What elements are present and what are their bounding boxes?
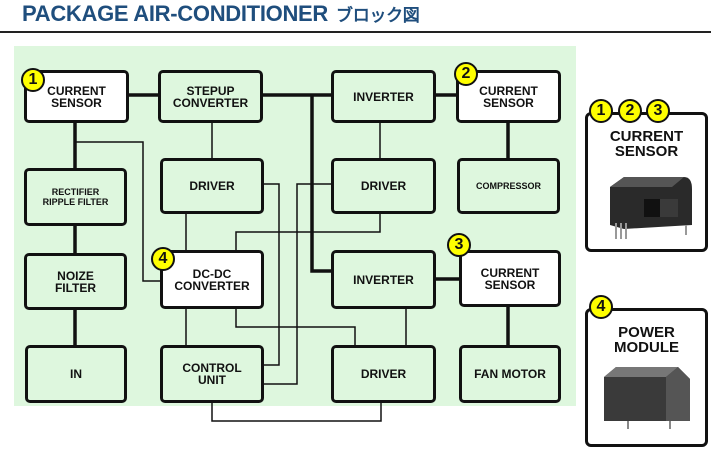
badge-2: 2 — [454, 62, 478, 86]
driver-3-block: DRIVER — [331, 345, 436, 403]
block-label: DRIVER — [360, 367, 407, 381]
in-block: IN — [25, 345, 127, 403]
block-label: DRIVER — [189, 179, 235, 193]
block-label: CONVERTER — [172, 95, 249, 110]
panel-badge-2: 2 — [618, 99, 642, 123]
block-label: COMPRESSOR — [475, 181, 541, 191]
panel-badge-1: 1 — [589, 99, 613, 123]
block-label: UNIT — [197, 373, 226, 387]
inverter-2-block: INVERTER — [331, 250, 436, 309]
block-label: FILTER — [54, 280, 97, 295]
block-label: CONVERTER — [174, 278, 250, 293]
compressor-block: COMPRESSOR — [457, 158, 560, 214]
block-label: CONTROL — [182, 361, 242, 375]
block-label: INVERTER — [353, 89, 414, 104]
panel-title-line: SENSOR — [614, 143, 679, 160]
driver-1-block: DRIVER — [160, 158, 264, 214]
signal-lines — [75, 122, 407, 422]
power-module-image — [604, 367, 690, 429]
fan-motor-block: FAN MOTOR — [459, 345, 561, 403]
block-label: SENSOR — [51, 95, 102, 110]
block-label: INVERTER — [353, 272, 414, 287]
badge-3: 3 — [447, 233, 471, 257]
panel-title-line: POWER — [618, 324, 675, 341]
block-label: NOIZE — [57, 268, 94, 283]
title-divider — [0, 31, 711, 33]
block-label: RIPPLE FILTER — [42, 197, 109, 207]
driver-2-block: DRIVER — [331, 158, 436, 214]
block-label: DC-DC — [192, 266, 232, 281]
panel-badge-4: 4 — [589, 295, 613, 319]
panel-title-line: MODULE — [614, 339, 679, 356]
title-jp: ブロック図 — [336, 6, 420, 26]
block-label: CURRENT — [480, 265, 540, 280]
block-label: SENSOR — [483, 95, 534, 110]
panel-title-line: CURRENT — [609, 128, 684, 145]
block-label: CURRENT — [47, 83, 106, 98]
title-text: PACKAGE AIR-CONDITIONER — [22, 1, 328, 26]
inverter-1-block: INVERTER — [331, 70, 436, 123]
panel-badge-3: 3 — [646, 99, 670, 123]
badge-4: 4 — [151, 247, 175, 271]
block-label: CURRENT — [479, 83, 538, 98]
power-lines — [73, 93, 510, 345]
badge-1: 1 — [21, 68, 45, 92]
block-label: SENSOR — [484, 277, 536, 292]
block-label: FAN MOTOR — [474, 367, 546, 381]
current-sensor-image — [610, 177, 692, 239]
block-label: STEPUP — [186, 83, 235, 98]
block-label: DRIVER — [360, 179, 407, 193]
page-title: PACKAGE AIR-CONDITIONER ブロック図 — [22, 1, 420, 27]
block-label: RECTIFIER — [51, 187, 100, 197]
block-label: IN — [70, 367, 82, 381]
